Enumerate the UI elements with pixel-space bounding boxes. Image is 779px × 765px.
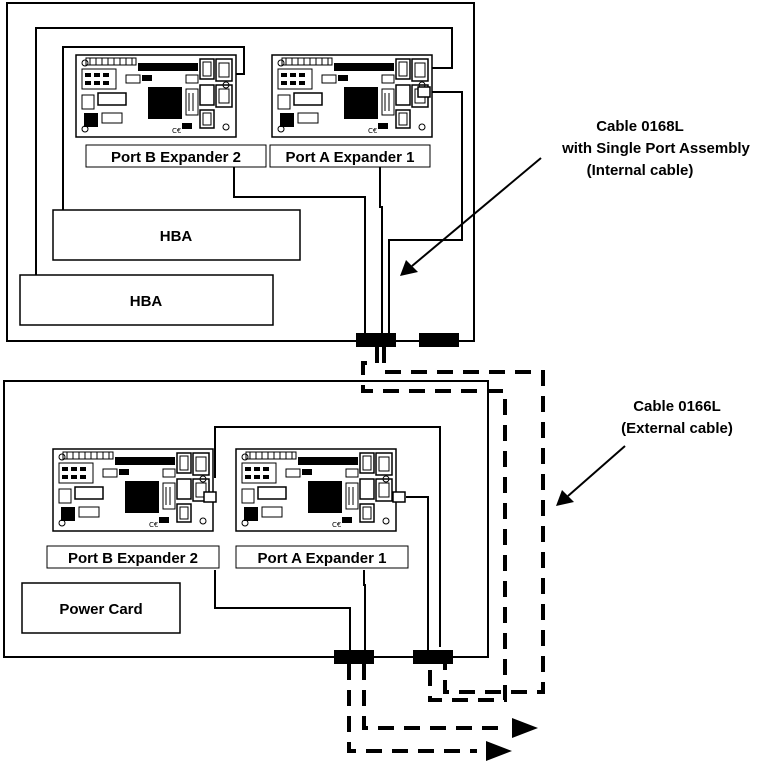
bottom-port-b-expander-board — [52, 448, 214, 532]
bottom-port-a-label-box — [235, 545, 409, 569]
external-cable-down-1 — [362, 664, 505, 730]
bottom-port-a-expander-board — [235, 448, 397, 532]
bottom-chassis-frame — [3, 380, 489, 658]
bottom-chassis: Port B Expander 2 Port A Expander 1 Powe… — [3, 380, 489, 664]
external-cable-inner — [382, 347, 545, 694]
external-cables — [347, 347, 545, 753]
external-cable-callout: Cable 0166L (External cable) — [556, 398, 733, 506]
top-port-b-label-box — [85, 144, 267, 168]
internal-cable-arrowhead — [400, 260, 418, 276]
top-outer-hba-label: HBA — [130, 293, 163, 310]
internal-cable-callout: Cable 0168L with Single Port Assembly (I… — [400, 118, 751, 276]
top-right-connector — [419, 333, 459, 347]
external-cable-label-line2: (External cable) — [621, 420, 733, 437]
external-cable-arrow-2 — [486, 741, 512, 761]
top-port-a-expander-board — [271, 54, 433, 138]
bottom-port-b-label-box — [46, 545, 220, 569]
bottom-internal-cables — [214, 426, 441, 650]
top-inner-hba-card — [52, 209, 301, 261]
external-cable-arrow-1 — [512, 718, 538, 738]
external-cable-arrowhead — [556, 490, 574, 506]
bottom-right-connector — [413, 650, 453, 664]
top-port-b-label: Port B Expander 2 — [111, 149, 241, 166]
bottom-left-connector — [334, 650, 374, 664]
top-chassis-frame — [6, 2, 475, 342]
top-left-connector — [356, 333, 396, 347]
top-outer-hba-card — [19, 274, 274, 326]
power-card-label: Power Card — [59, 601, 142, 618]
bottom-port-a-label: Port A Expander 1 — [258, 550, 387, 567]
internal-cable-label-line3: (Internal cable) — [587, 162, 694, 179]
top-internal-cables — [35, 27, 463, 333]
top-port-a-label: Port A Expander 1 — [286, 149, 415, 166]
power-card — [21, 582, 181, 634]
top-port-a-label-box — [269, 144, 431, 168]
bottom-port-b-label: Port B Expander 2 — [68, 550, 198, 567]
external-cable-pointer — [567, 445, 626, 497]
internal-cable-label-line1: Cable 0168L — [596, 118, 684, 135]
top-port-b-expander-board — [75, 54, 237, 138]
top-chassis: Port B Expander 2 Port A Expander 1 HBA … — [6, 2, 475, 347]
internal-cable-label-line2: with Single Port Assembly — [561, 140, 750, 157]
external-cable-label-line1: Cable 0166L — [633, 398, 721, 415]
internal-cable-pointer — [411, 157, 542, 267]
external-cable-down-2 — [347, 664, 477, 753]
top-inner-hba-label: HBA — [160, 228, 193, 245]
